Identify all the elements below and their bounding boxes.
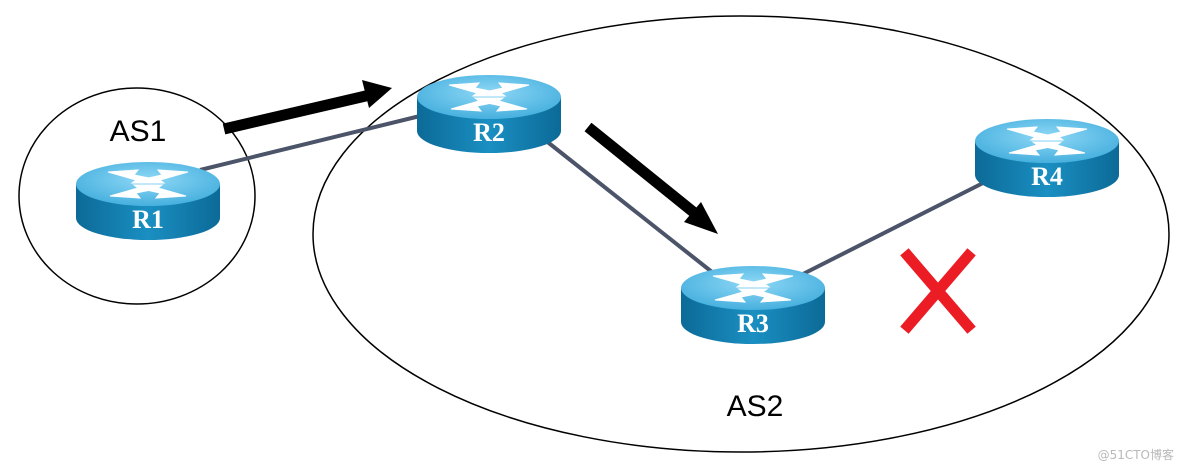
router-r2-label: R2 <box>473 118 505 147</box>
arrow-r2-to-r3 <box>584 122 718 234</box>
as2-label: AS2 <box>727 390 784 423</box>
as1-label: AS1 <box>110 115 167 148</box>
router-r1-label: R1 <box>132 205 164 234</box>
router-r3-label: R3 <box>737 309 769 338</box>
arrow-as1-to-r2 <box>222 80 392 135</box>
watermark: @51CTO博客 <box>1098 447 1174 462</box>
link-r3-r4 <box>802 180 986 276</box>
link-r2-r3 <box>543 138 714 274</box>
link-r1-r2 <box>199 114 421 172</box>
red-x-icon <box>900 248 976 334</box>
as2-boundary <box>312 15 1170 453</box>
router-r4-label: R4 <box>1031 162 1063 191</box>
as1-boundary <box>18 87 256 305</box>
